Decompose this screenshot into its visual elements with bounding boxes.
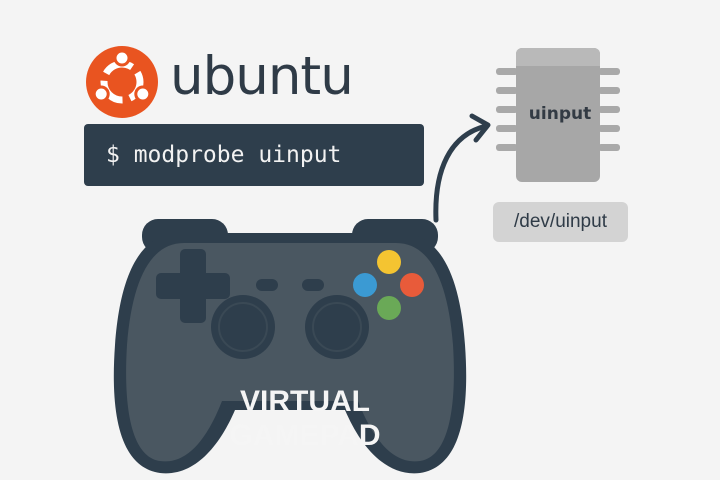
chip-label: uinput — [528, 104, 592, 124]
terminal-box: $ modprobe uinput — [84, 124, 424, 186]
device-path-badge: /dev/uinput — [493, 202, 628, 242]
brand-name: ubuntu — [170, 46, 354, 107]
caption-line-2: GAMEPAD — [229, 419, 381, 452]
dpad-horizontal — [156, 273, 230, 299]
terminal-command: $ modprobe uinput — [106, 142, 342, 168]
gamepad-icon — [113, 219, 467, 474]
gamepad-caption: VIRTUAL GAMEPAD — [180, 385, 430, 453]
caption-line-1: VIRTUAL — [240, 385, 370, 418]
integrated-circuit-chip-icon — [496, 48, 620, 182]
ubuntu-logo-icon — [86, 46, 158, 118]
curved-arrow-icon — [433, 113, 491, 223]
